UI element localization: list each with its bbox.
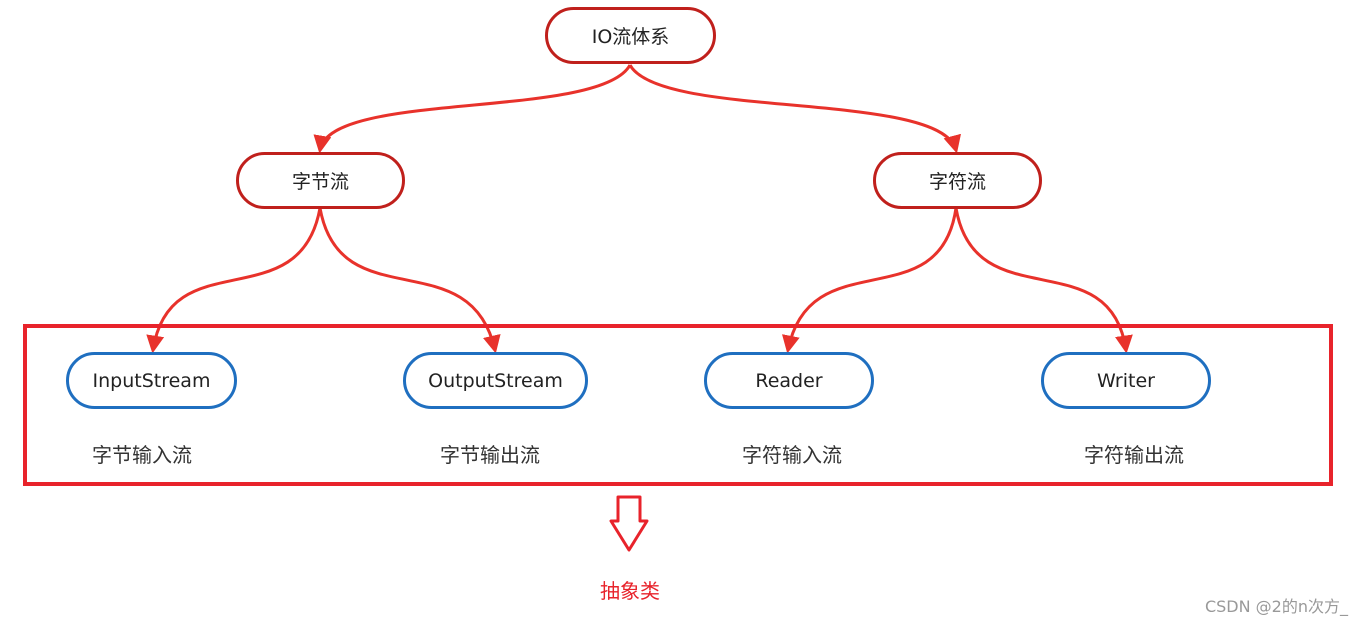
node-output-stream: OutputStream xyxy=(403,352,588,409)
edge-root-to-byte-stream xyxy=(313,64,632,154)
edge-byte-to-input-stream xyxy=(146,207,322,354)
down-arrow-icon xyxy=(609,495,649,552)
node-io-system: IO流体系 xyxy=(545,7,716,64)
abstract-class-label: 抽象类 xyxy=(600,579,660,603)
abstract-class-highlight-box xyxy=(23,324,1333,486)
edge-root-to-char-stream xyxy=(628,64,961,154)
node-reader-label: Reader xyxy=(755,369,823,392)
node-char-stream: 字符流 xyxy=(873,152,1042,209)
desc-byte-input: 字节输入流 xyxy=(92,443,192,467)
desc-byte-output: 字节输出流 xyxy=(440,443,540,467)
node-byte-stream-label: 字节流 xyxy=(291,171,349,193)
node-char-stream-label: 字符流 xyxy=(928,171,986,193)
watermark: CSDN @2的n次方_ xyxy=(1204,597,1348,616)
node-reader: Reader xyxy=(704,352,874,409)
edge-byte-to-output-stream xyxy=(318,207,501,354)
node-io-system-label: IO流体系 xyxy=(591,26,670,48)
node-writer-label: Writer xyxy=(1097,369,1155,392)
node-input-stream: InputStream xyxy=(66,352,237,409)
desc-char-input: 字符输入流 xyxy=(742,443,842,467)
node-output-stream-label: OutputStream xyxy=(428,369,563,392)
edge-char-to-reader xyxy=(782,207,958,354)
node-writer: Writer xyxy=(1041,352,1211,409)
edge-char-to-writer xyxy=(954,207,1133,354)
desc-char-output: 字符输出流 xyxy=(1084,443,1184,467)
node-input-stream-label: InputStream xyxy=(92,369,211,392)
node-byte-stream: 字节流 xyxy=(236,152,405,209)
